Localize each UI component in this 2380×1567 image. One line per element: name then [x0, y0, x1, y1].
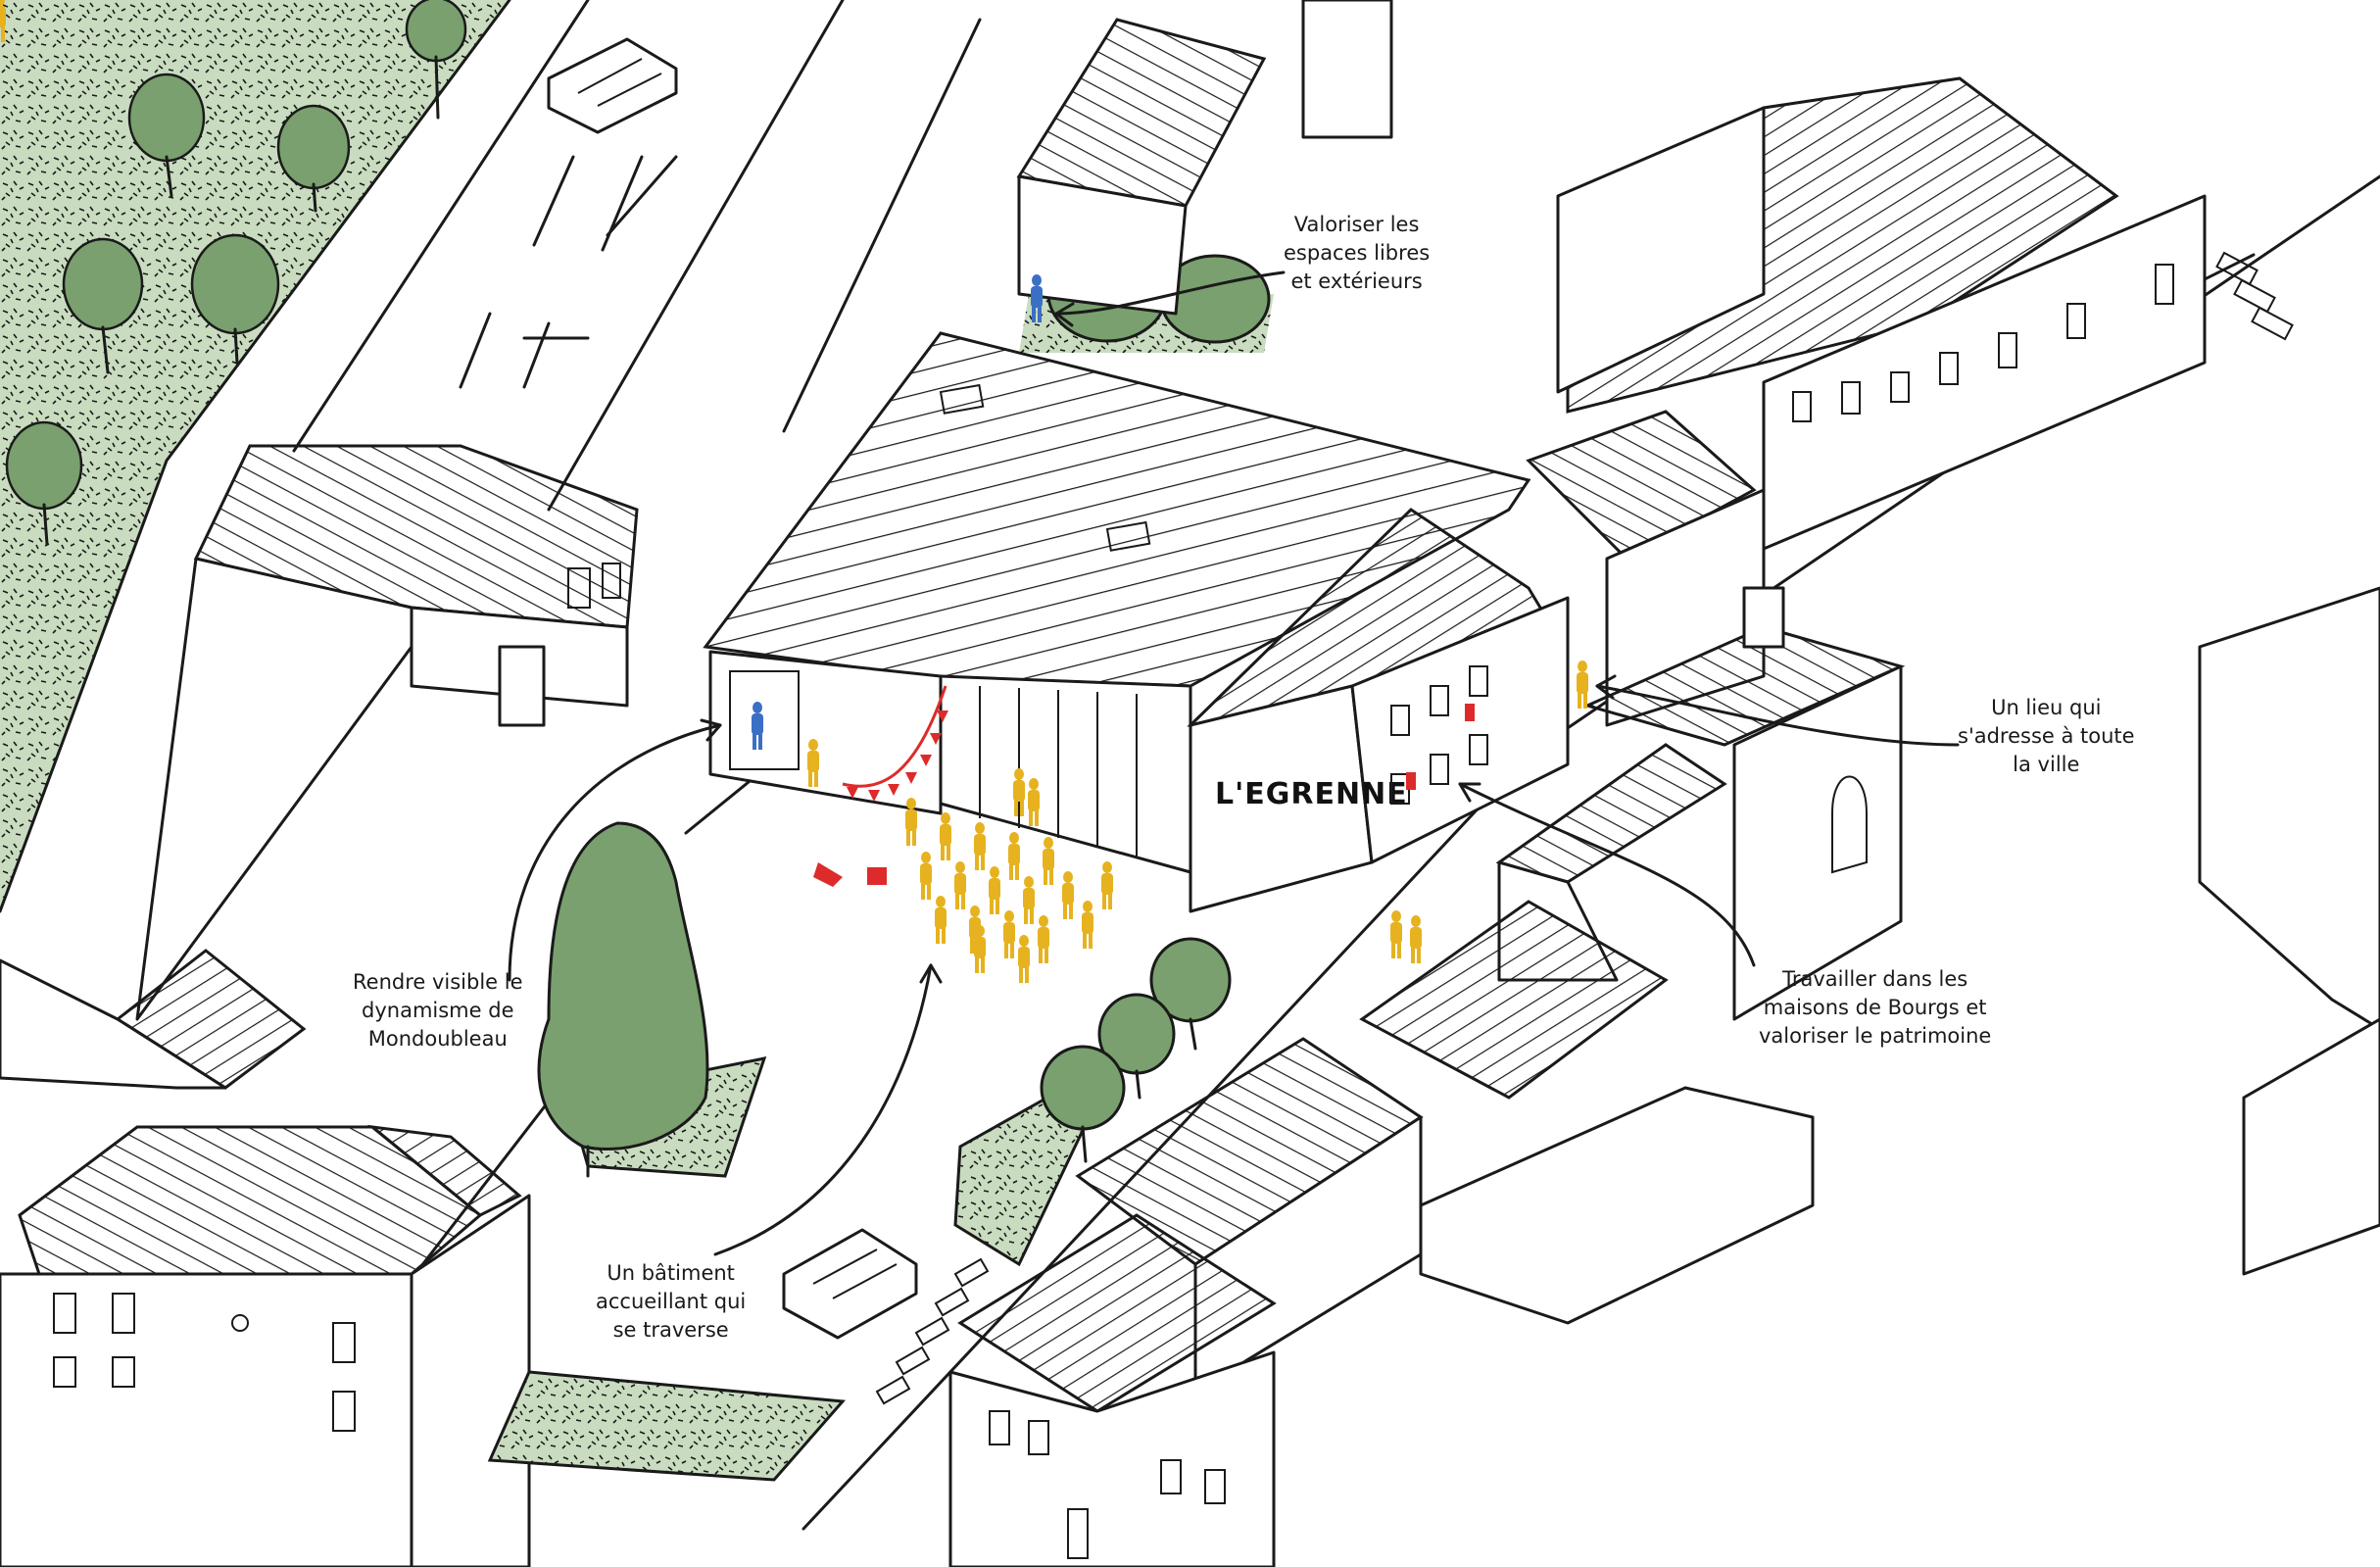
lower-right-houses	[948, 743, 1815, 1567]
label-dynamism: Rendre visible le dynamisme de Mondouble…	[353, 968, 523, 1053]
main-building: L'EGRENNE	[703, 331, 1570, 913]
label-heritage: Travailler dans les maisons de Bourgs et…	[1759, 965, 1991, 1051]
crosswalks	[875, 251, 2294, 1405]
field-trees	[5, 0, 467, 511]
bottom-left-house	[0, 1124, 531, 1567]
bunting-flag	[930, 733, 942, 745]
label-line: Mondoubleau	[367, 1026, 508, 1051]
annotation-arrows	[508, 270, 1960, 1256]
label-line: Rendre visible le	[353, 970, 523, 994]
label-line: maisons de Bourgs et	[1763, 995, 1987, 1019]
label-welcoming-building: Un bâtiment accueillant qui se traverse	[596, 1259, 746, 1345]
label-line: Un lieu qui	[1991, 696, 2102, 719]
arrow-heritage	[1458, 782, 1756, 967]
bunting	[842, 685, 948, 802]
label-line: Un bâtiment	[607, 1261, 735, 1285]
top-houses	[1016, 0, 1393, 316]
right-block	[2198, 586, 2380, 1276]
label-line: se traverse	[612, 1317, 729, 1342]
label-line: accueillant qui	[596, 1289, 747, 1313]
label-line: et extérieurs	[1290, 269, 1423, 293]
parking-marks	[459, 155, 678, 389]
label-line: espaces libres	[1284, 240, 1431, 265]
car-top	[547, 37, 678, 134]
bunting-flag	[905, 772, 917, 784]
bunting-flag	[868, 790, 880, 802]
arrow-outdoor	[1054, 270, 1286, 316]
arrow-welcoming	[713, 963, 933, 1256]
chairs	[813, 704, 1475, 887]
right-terrace	[1526, 76, 2207, 727]
label-line: Travailler dans les	[1782, 967, 1968, 991]
label-whole-city: Un lieu qui s'adresse à toute la ville	[1958, 694, 2135, 779]
chapel	[1582, 586, 1906, 1021]
bunting-flag	[920, 755, 932, 766]
label-line: valoriser le patrimoine	[1759, 1023, 1992, 1048]
arrow-city	[1595, 684, 1960, 747]
bunting-flag	[937, 710, 948, 722]
building-sign: L'EGRENNE	[1215, 777, 1408, 811]
label-line: Valoriser les	[1293, 213, 1420, 236]
crowd	[0, 0, 1588, 983]
left-barn	[135, 444, 639, 1021]
arrow-dynamism	[508, 723, 722, 982]
label-outdoor-spaces: Valoriser les espaces libres et extérieu…	[1284, 211, 1430, 296]
car-bottom	[782, 1228, 918, 1340]
bunting-flag	[888, 784, 899, 796]
label-line: s'adresse à toute	[1958, 723, 2135, 748]
green-field	[0, 0, 511, 913]
label-line: la ville	[2013, 752, 2080, 776]
bunting-flag	[847, 787, 858, 799]
left-shed	[0, 949, 307, 1090]
label-line: dynamisme de	[362, 998, 514, 1022]
